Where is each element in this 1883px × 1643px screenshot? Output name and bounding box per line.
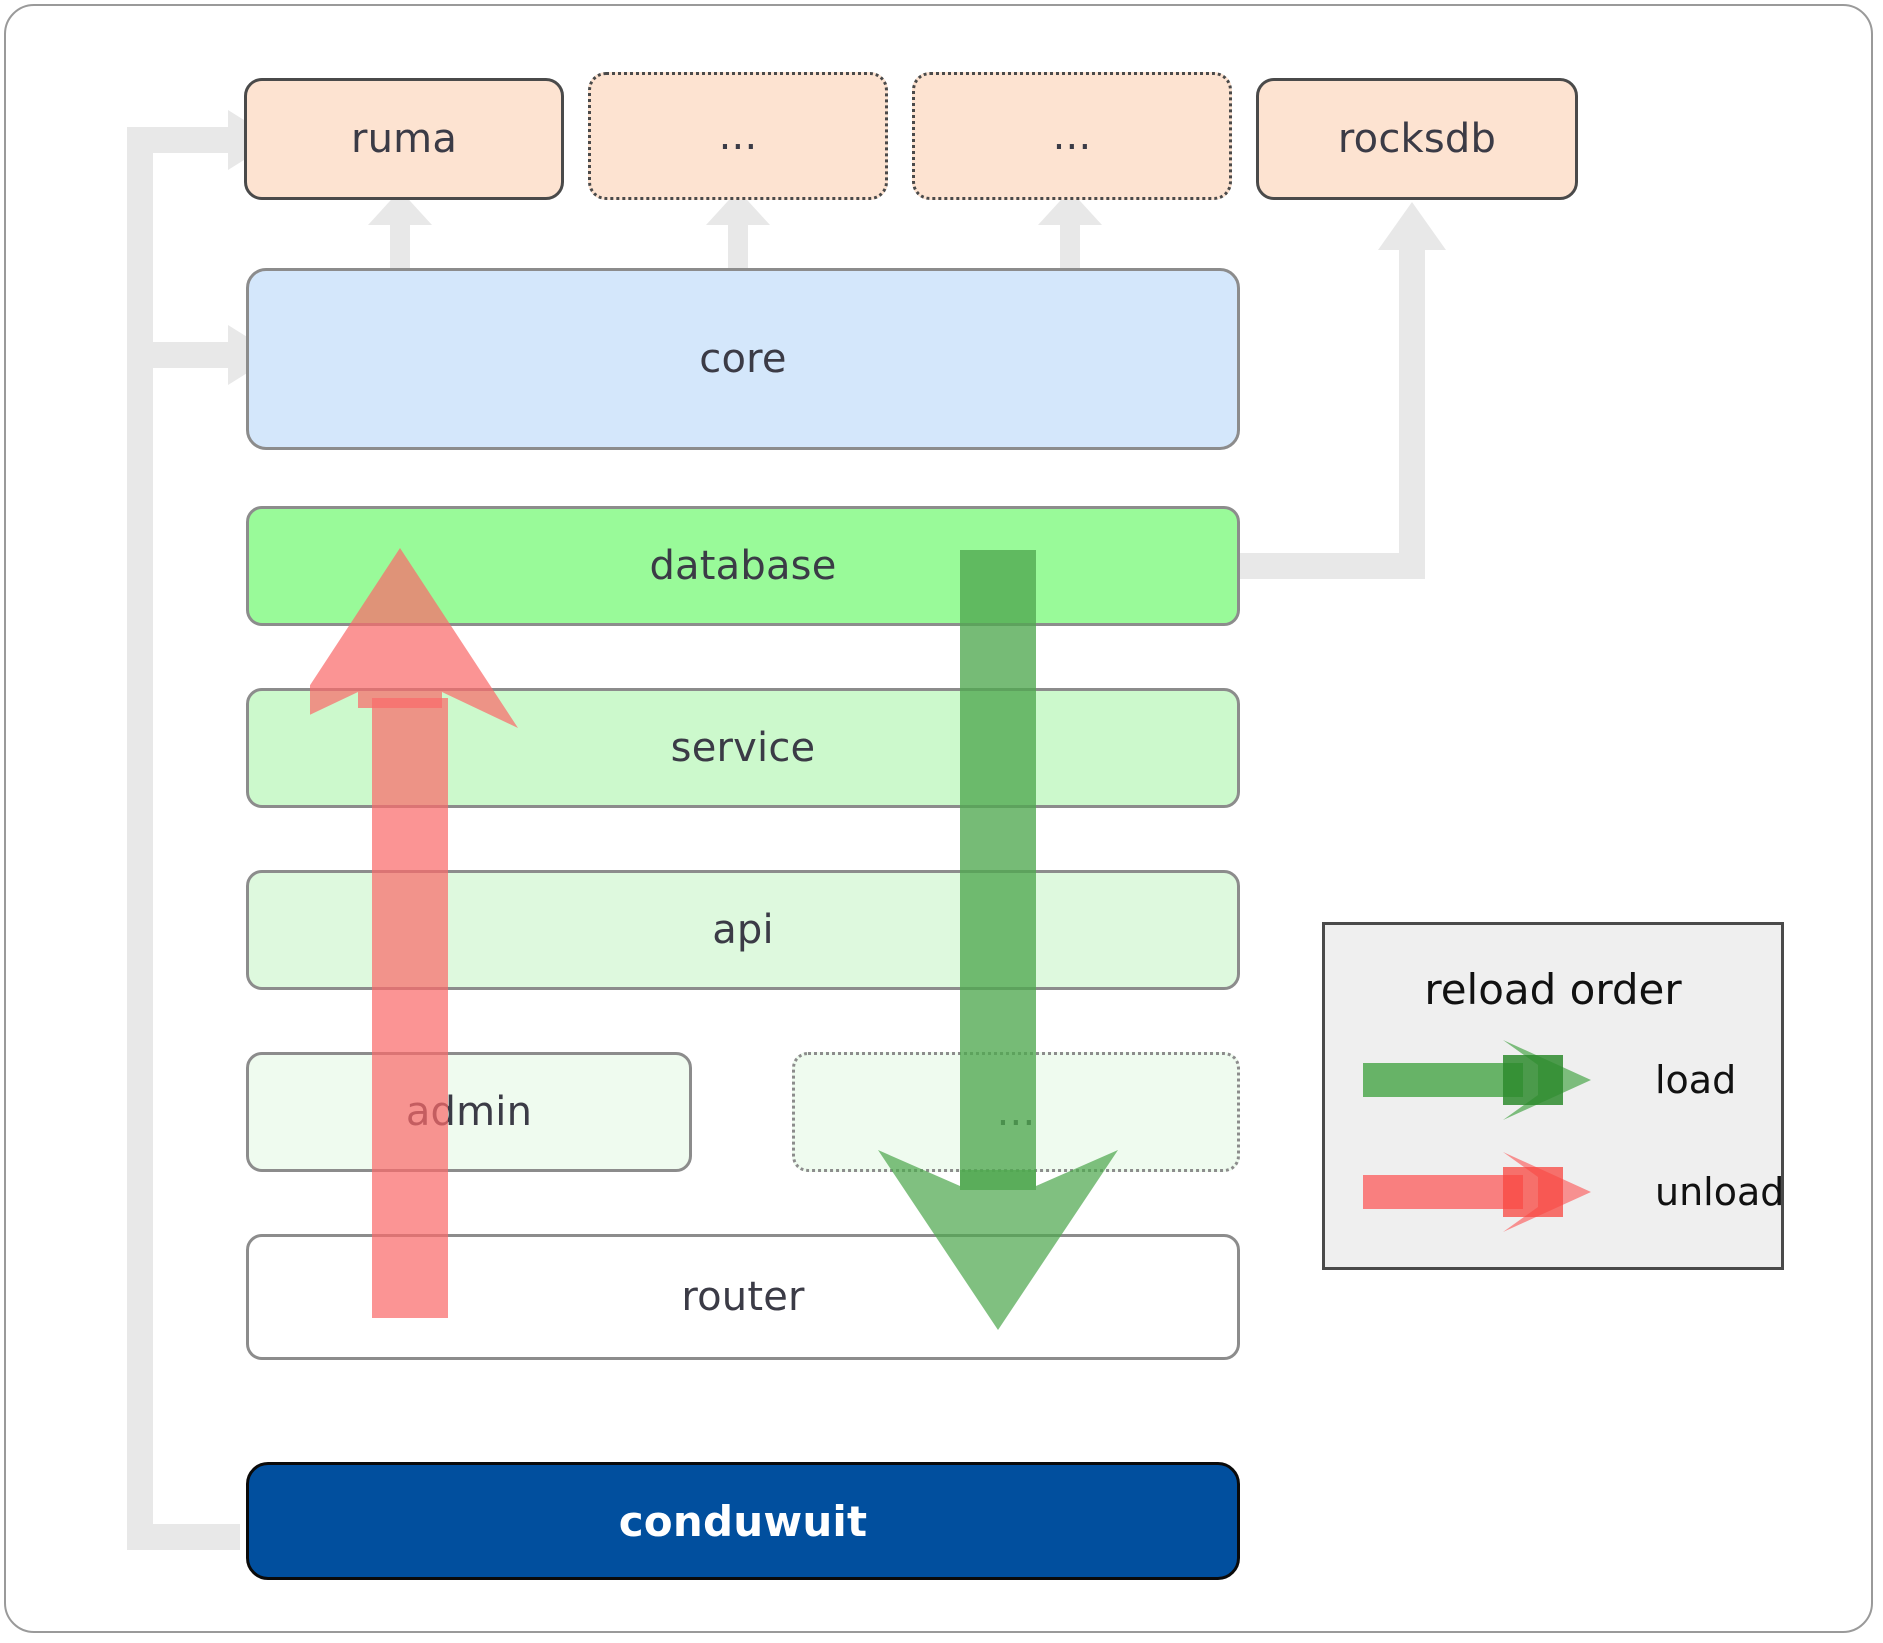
node-service[interactable]: service — [246, 688, 1240, 808]
node-api[interactable]: api — [246, 870, 1240, 990]
legend-load-arrow — [1363, 1040, 1591, 1120]
diagram-frame — [4, 4, 1873, 1633]
legend-unload-label: unload — [1655, 1170, 1785, 1214]
node-database[interactable]: database — [246, 506, 1240, 626]
node-dep-placeholder-2[interactable]: ... — [912, 72, 1232, 200]
node-router[interactable]: router — [246, 1234, 1240, 1360]
legend-box: reload order load unload — [1322, 922, 1784, 1270]
legend-unload-arrow — [1363, 1152, 1591, 1232]
node-ruma[interactable]: ruma — [244, 78, 564, 200]
node-admin-placeholder[interactable]: ... — [792, 1052, 1240, 1172]
legend-title: reload order — [1424, 965, 1682, 1014]
node-core[interactable]: core — [246, 268, 1240, 450]
legend-load-label: load — [1655, 1058, 1737, 1102]
node-dep-placeholder-1[interactable]: ... — [588, 72, 888, 200]
node-rocksdb[interactable]: rocksdb — [1256, 78, 1578, 200]
node-admin[interactable]: admin — [246, 1052, 692, 1172]
node-conduwuit[interactable]: conduwuit — [246, 1462, 1240, 1580]
